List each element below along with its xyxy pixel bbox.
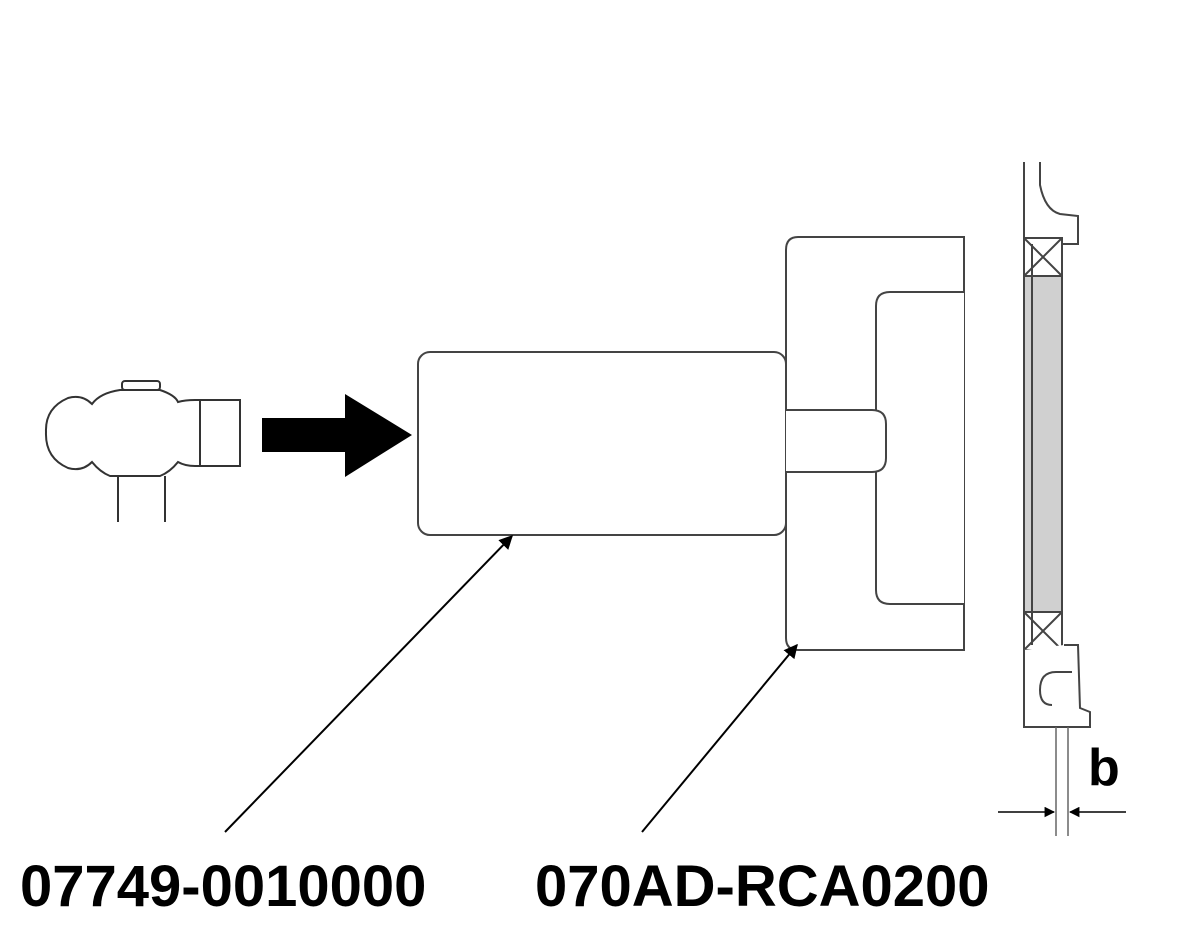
driver-tool (417, 351, 787, 536)
driver-part-number-label: 07749-0010000 (20, 854, 427, 919)
direction-arrow-icon (262, 394, 412, 477)
dimension-b-label: b (1088, 739, 1120, 797)
driver-leader-line (224, 534, 513, 833)
hammer-icon (44, 380, 241, 522)
attachment-tool (785, 236, 965, 651)
attachment-leader-line (641, 643, 798, 833)
dimension-b-lines (998, 727, 1126, 836)
attachment-part-number-label: 070AD-RCA0200 (535, 854, 990, 919)
housing-with-bearing (1023, 162, 1091, 728)
